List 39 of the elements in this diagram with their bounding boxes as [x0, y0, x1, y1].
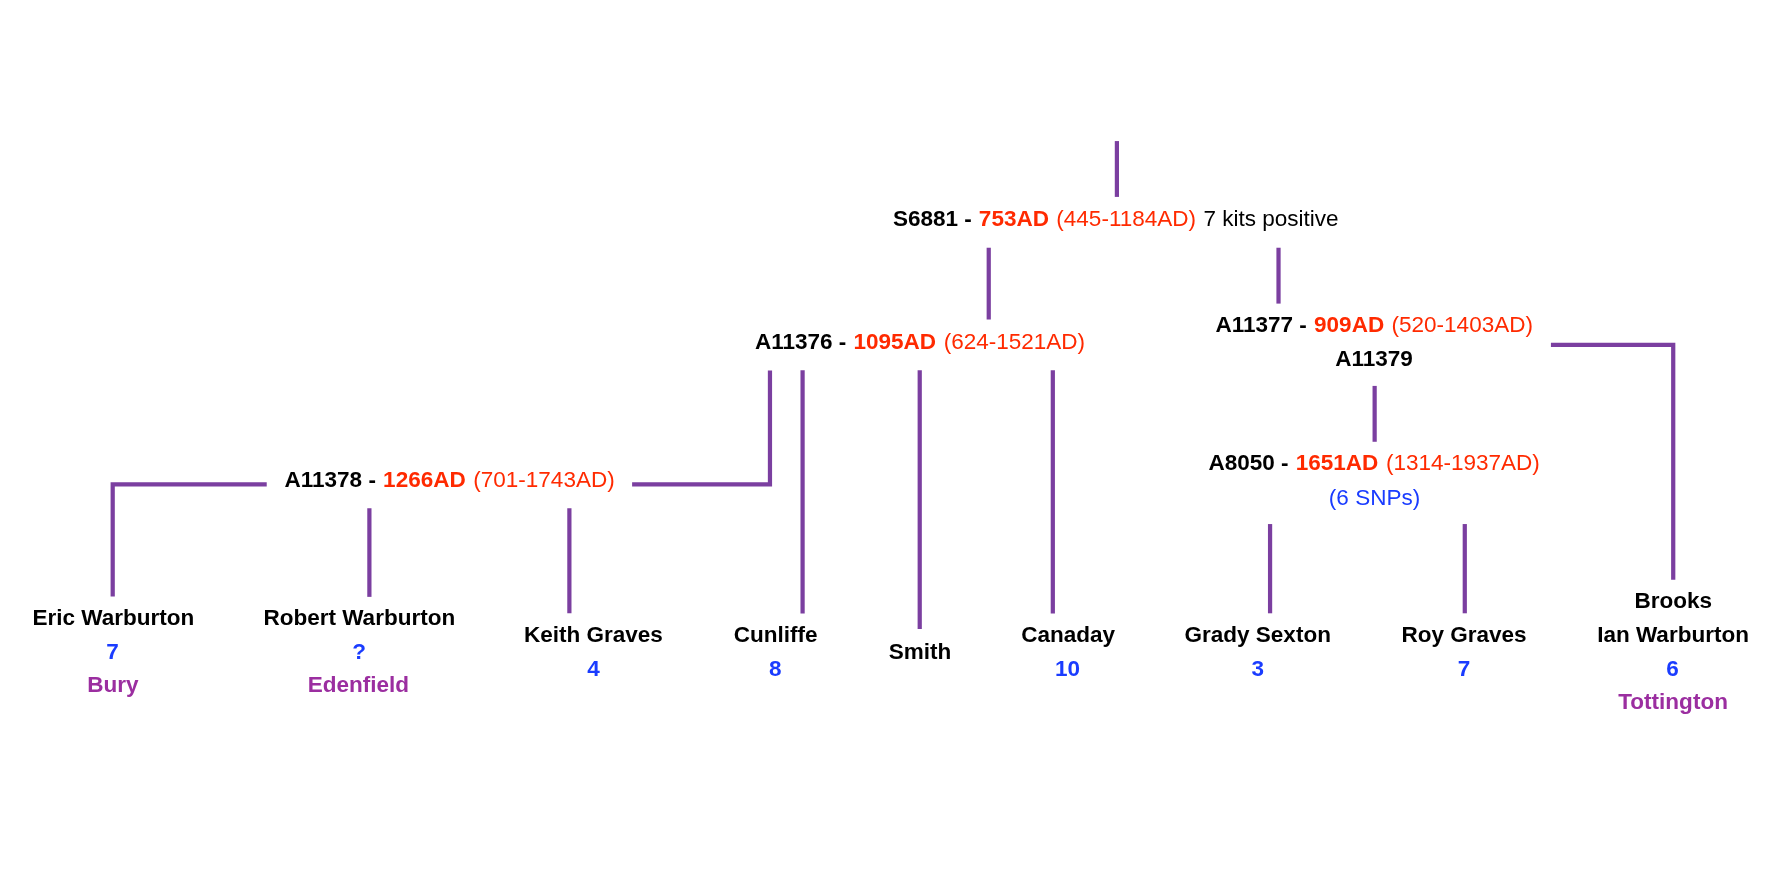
node-text: A8050 - 1651AD (1314-1937AD) (6 SNPs) — [1208, 449, 1540, 511]
connector — [567, 508, 572, 614]
node-label: 10 — [1054, 655, 1080, 681]
connector — [110, 482, 267, 597]
node-label: 7 — [1457, 655, 1471, 681]
connector — [1372, 385, 1377, 442]
node-text: Eric Warburton — [32, 604, 195, 630]
connector — [1267, 524, 1273, 614]
node-text: Keith Graves — [523, 621, 663, 647]
node-text: Canaday — [1021, 621, 1115, 647]
connector — [1114, 141, 1119, 197]
connector — [1050, 370, 1055, 614]
node-text: A11377 - 909AD (520-1403AD) A11379 — [1215, 311, 1533, 371]
node-label: Tottington — [1618, 689, 1728, 715]
node-label: 7 — [106, 638, 119, 664]
connector — [917, 370, 922, 629]
node-text: A11376 - 1095AD (624-1521AD) — [754, 328, 1086, 354]
node-text: Robert Warburton — [263, 604, 456, 630]
node-label: ? — [352, 638, 366, 664]
node-text: S6881 - 753AD (445-1184AD) 7 kits positive — [892, 206, 1339, 232]
connector — [986, 247, 991, 320]
node-text: Grady Sexton — [1184, 621, 1331, 647]
node-label: Edenfield — [307, 672, 410, 698]
connector — [632, 370, 773, 487]
node-text: Cunliffe — [733, 621, 818, 647]
node-text: Roy Graves — [1401, 621, 1527, 647]
connector — [1550, 342, 1676, 580]
connector — [800, 370, 805, 614]
node-label: 4 — [587, 655, 600, 681]
node-label: 3 — [1251, 655, 1264, 681]
node-label: Bury — [87, 672, 139, 698]
node-label: 6 — [1666, 655, 1679, 681]
connector — [1276, 247, 1281, 304]
connector — [367, 508, 372, 597]
node-text: Brooks Ian Warburton — [1597, 587, 1749, 647]
node-text: A11378 - 1266AD (701-1743AD) — [284, 466, 615, 492]
node-label: 8 — [769, 655, 782, 681]
connector — [1462, 524, 1467, 614]
node-text: Smith — [888, 638, 952, 664]
